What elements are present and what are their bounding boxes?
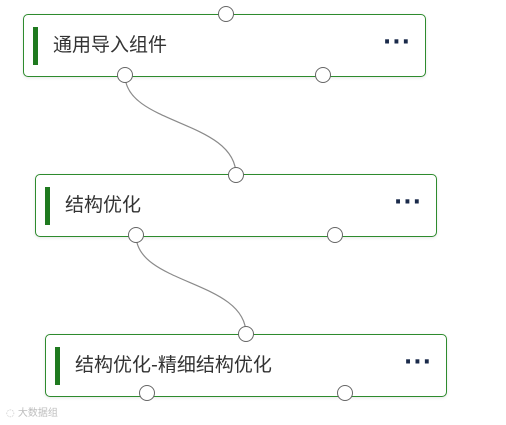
watermark: ◌ 大数据组 — [6, 404, 58, 419]
node1-output-port-1[interactable] — [117, 67, 133, 83]
node-status-bar — [55, 347, 60, 385]
node-title: 结构优化 — [65, 194, 142, 216]
edge-node1-to-node2 — [124, 74, 237, 176]
node1-output-port-2[interactable] — [315, 67, 331, 83]
node3-output-port-2[interactable] — [337, 385, 353, 401]
node-status-bar — [45, 187, 50, 225]
node3-output-port-1[interactable] — [139, 385, 155, 401]
node-fine-structure-optimization[interactable]: 结构优化-精细结构优化 ··· — [45, 334, 447, 397]
node-structure-optimization[interactable]: 结构优化 ··· — [35, 174, 437, 237]
node1-input-port[interactable] — [218, 6, 234, 22]
watermark-text: 大数据组 — [17, 408, 58, 419]
edge-node2-to-node3 — [135, 234, 247, 335]
node2-output-port-1[interactable] — [128, 227, 144, 243]
watermark-logo-icon: ◌ — [6, 408, 15, 419]
more-options-icon[interactable]: ··· — [403, 350, 432, 375]
node3-input-port[interactable] — [238, 326, 254, 342]
more-options-icon[interactable]: ··· — [393, 190, 422, 215]
node-title: 通用导入组件 — [53, 34, 168, 56]
node-general-import[interactable]: 通用导入组件 ··· — [23, 14, 426, 77]
node-title: 结构优化-精细结构优化 — [75, 354, 272, 376]
node2-input-port[interactable] — [228, 167, 244, 183]
more-options-icon[interactable]: ··· — [382, 30, 411, 55]
node-status-bar — [33, 27, 38, 65]
node2-output-port-2[interactable] — [327, 227, 343, 243]
